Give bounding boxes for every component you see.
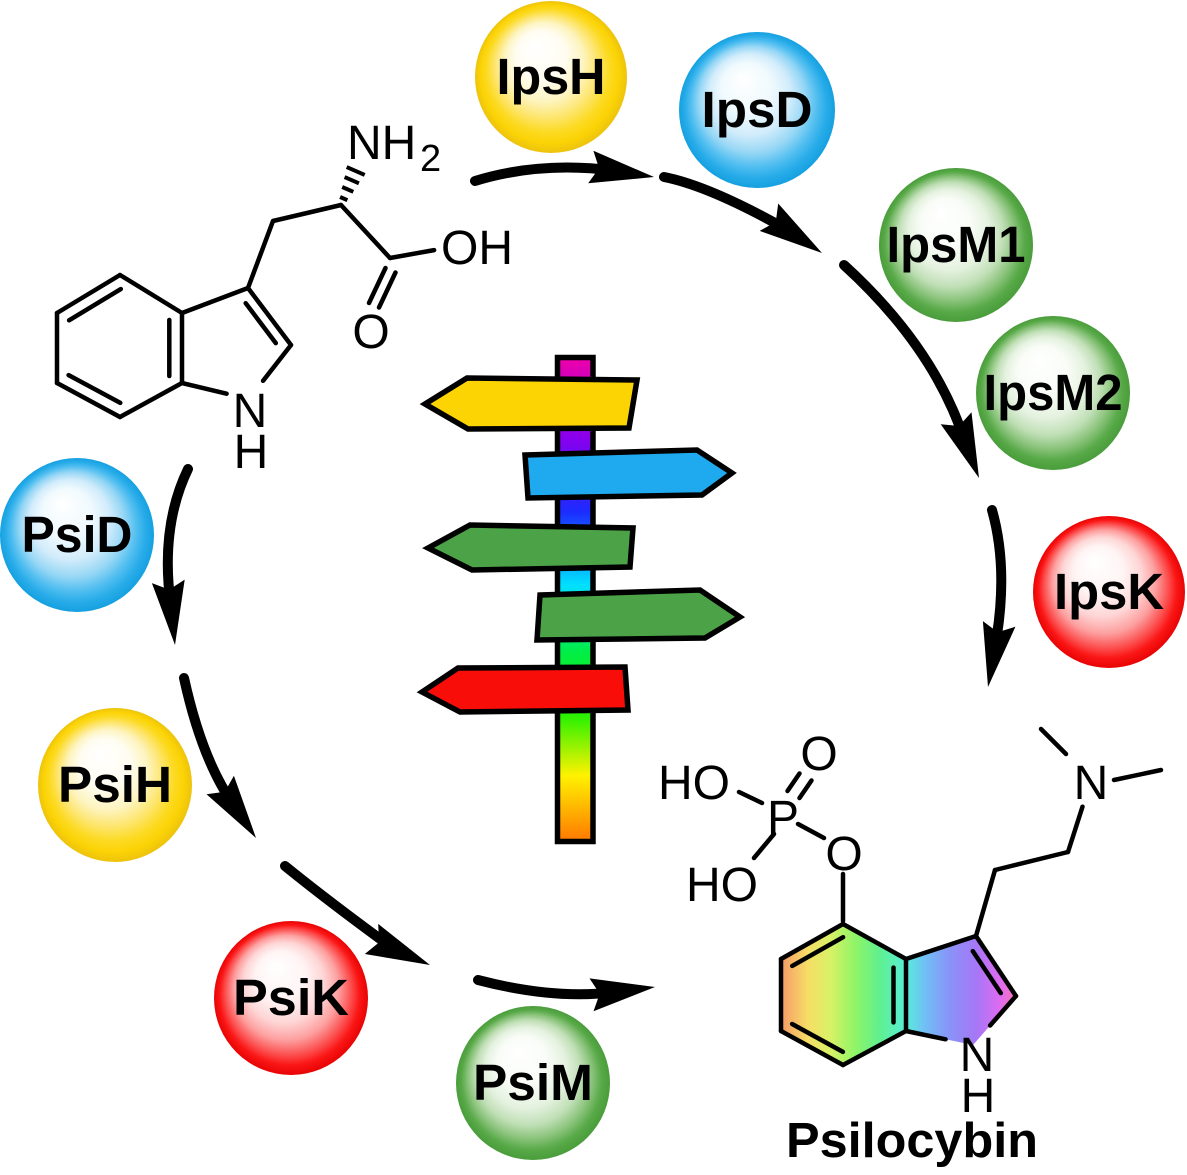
svg-text:H: H bbox=[234, 426, 269, 479]
svg-text:IpsD: IpsD bbox=[702, 81, 813, 138]
svg-text:IpsK: IpsK bbox=[1054, 563, 1164, 620]
svg-text:PsiD: PsiD bbox=[22, 506, 133, 563]
svg-text:OH: OH bbox=[441, 222, 513, 275]
svg-text:O: O bbox=[352, 306, 389, 359]
svg-text:H: H bbox=[961, 1070, 996, 1123]
svg-text:N: N bbox=[233, 385, 268, 438]
svg-text:Psilocybin: Psilocybin bbox=[786, 1114, 1038, 1168]
svg-text:O: O bbox=[825, 828, 862, 881]
svg-text:2: 2 bbox=[420, 138, 441, 180]
svg-text:HO: HO bbox=[658, 757, 730, 810]
svg-text:NH: NH bbox=[347, 117, 416, 170]
svg-text:IpsM1: IpsM1 bbox=[887, 216, 1026, 273]
svg-text:IpsH: IpsH bbox=[497, 48, 606, 105]
svg-text:PsiH: PsiH bbox=[58, 756, 172, 813]
svg-text:IpsM2: IpsM2 bbox=[984, 364, 1123, 421]
svg-text:O: O bbox=[800, 728, 837, 781]
svg-text:HO: HO bbox=[686, 859, 758, 912]
svg-text:PsiK: PsiK bbox=[233, 969, 349, 1026]
svg-text:N: N bbox=[960, 1029, 995, 1082]
svg-text:PsiM: PsiM bbox=[473, 1054, 593, 1111]
svg-text:N: N bbox=[1074, 757, 1109, 810]
